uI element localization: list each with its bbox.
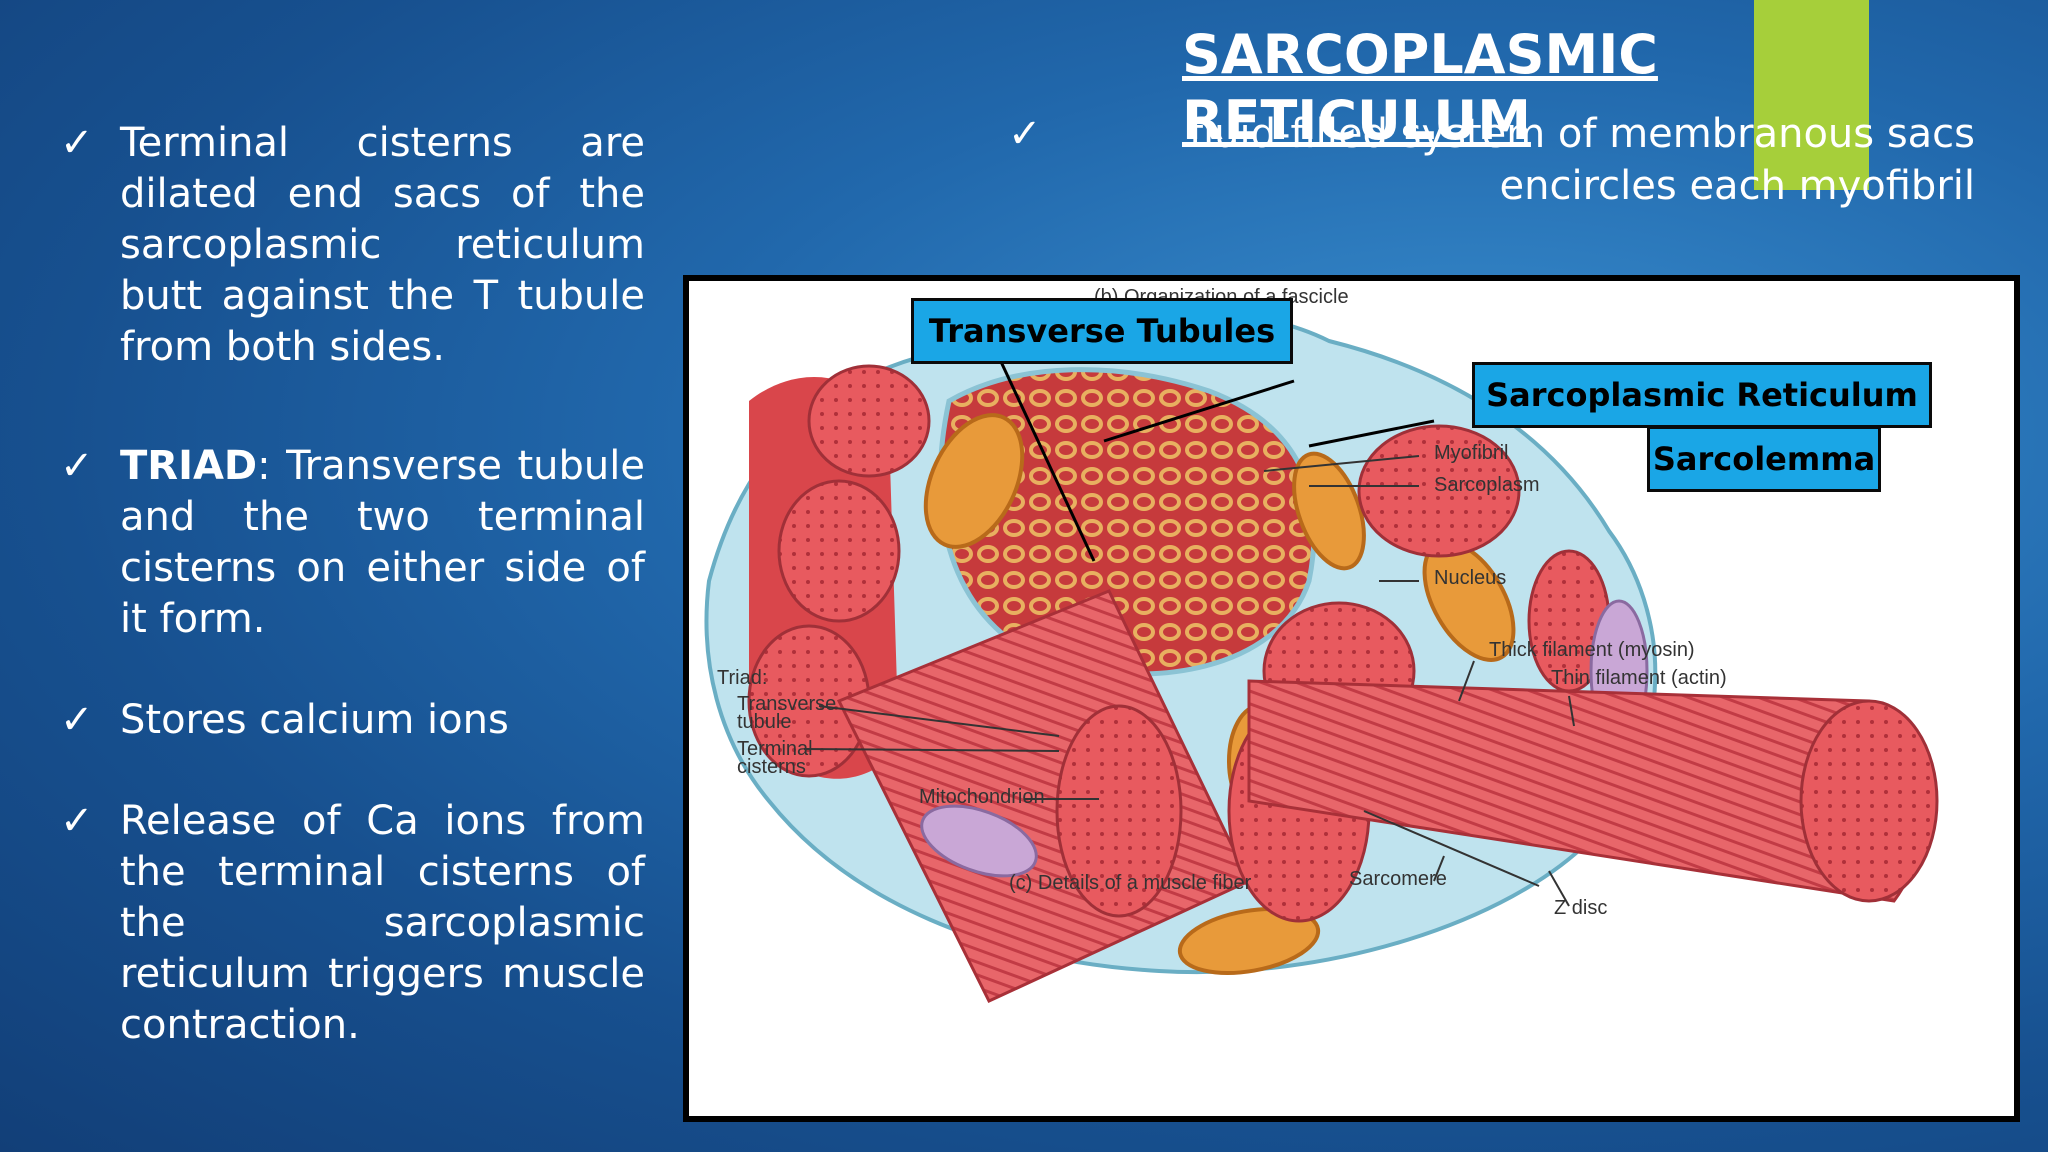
subtitle: ✓ fluid-filled system of membranous sacs… [1000,108,1975,212]
label-caption: (c) Details of a muscle fiber [1009,872,1252,894]
label-terminal-cisterns: Terminal [737,738,813,760]
label-transverse-tubule: tubule [737,711,792,733]
accent-bar [1754,0,1869,190]
leader-line [1263,455,1420,472]
leader-line [1433,855,1445,882]
check-icon: ✓ [1008,111,1042,157]
label-nucleus: Nucleus [1434,567,1506,589]
myofibril-end [1799,699,1939,903]
myofibril-cross-section [777,479,901,623]
leader-line [1458,660,1475,702]
mitochondrion [1292,451,1366,571]
bullet-lead: TRIAD [120,443,258,489]
leader-line [1103,379,1295,443]
leader-line [803,748,1060,752]
bullet-text: Terminal cisterns are dilated end sacs o… [120,120,645,370]
mitochondrion [923,413,1025,549]
bullet-list: ✓ Terminal cisterns are dilated end sacs… [60,118,645,1051]
check-icon: ✓ [60,798,94,844]
label-sarcoplasm: Sarcoplasm [1434,474,1540,496]
bullet-item: ✓ Stores calcium ions [60,695,645,746]
myofibril-cross-section [807,364,931,478]
bullet-item: ✓ Release of Ca ions from the terminal c… [60,796,645,1051]
leader-line [1568,695,1575,727]
bullet-text: : Transverse tubule and the two terminal… [120,443,645,642]
label-thin-filament: Thin filament (actin) [1551,667,1727,689]
sarcoplasmic-reticulum-network [937,367,1317,677]
sarcomere-bracket [1363,810,1540,887]
label-myofibril: Myofibril [1434,442,1508,464]
leader-line [818,705,1060,737]
leader-line [1308,419,1435,448]
label-sarcomere: Sarcomere [1349,868,1447,890]
label-terminal-cisterns: cisterns [737,756,806,778]
check-icon: ✓ [60,443,94,489]
label-thick-filament: Thick filament (myosin) [1489,639,1695,661]
label-mitochondrion: Mitochondrion [919,786,1045,808]
leader-line [987,335,1096,562]
muscle-fiber-diagram: (b) Organization of a fascicle Myofibril… [683,275,2020,1122]
bullet-item: ✓ TRIAD: Transverse tubule and the two t… [60,441,645,645]
mitochondrion [1177,907,1321,975]
check-icon: ✓ [60,697,94,743]
bullet-text: Release of Ca ions from the terminal cis… [120,798,645,1048]
check-icon: ✓ [60,120,94,166]
label-transverse-tubule: Transverse [737,693,836,715]
callout-sarcoplasmic-reticulum: Sarcoplasmic Reticulum [1472,362,1932,428]
subtitle-text: fluid-filled system of membranous sacs e… [1188,111,1975,209]
slide-title: SARCOPLASMIC RETICULUM [1182,23,1658,152]
leader-line [1548,870,1570,907]
label-z-disc: Z disc [1554,897,1607,919]
callout-sarcolemma: Sarcolemma [1647,426,1881,492]
callout-transverse-tubules: Transverse Tubules [911,298,1293,364]
myofibril-end [1055,704,1183,918]
bullet-item: ✓ Terminal cisterns are dilated end sacs… [60,118,645,373]
label-triad: Triad: [717,667,767,689]
nucleus-shape [920,804,1038,878]
bullet-text: Stores calcium ions [120,697,509,743]
